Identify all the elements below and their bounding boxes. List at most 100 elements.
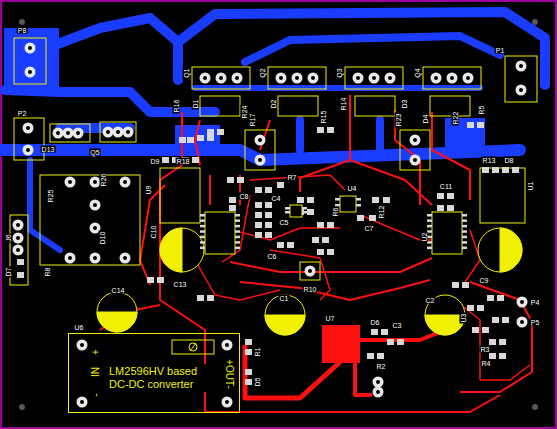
part-designator: D5 <box>254 377 261 388</box>
smd-pad <box>317 222 324 228</box>
part-designator: R3 <box>480 346 491 353</box>
through-hole-pad <box>123 127 134 138</box>
smd-pad <box>502 317 509 323</box>
smd-pad <box>17 272 24 278</box>
mounting-holes <box>19 19 538 410</box>
silkscreen <box>10 38 537 285</box>
part-designator: R7 <box>287 174 298 181</box>
smd-pad <box>327 222 334 228</box>
ic-footprint <box>285 205 307 217</box>
part-designator: R4 <box>481 360 492 367</box>
part-designator: U2 <box>421 232 428 243</box>
part-designator: D8 <box>504 157 515 164</box>
through-hole-pad <box>120 177 131 188</box>
part-designator: R22 <box>452 111 459 126</box>
smd-pad <box>162 157 169 163</box>
through-hole-pad <box>232 73 243 84</box>
part-designator: R15 <box>320 110 327 125</box>
smd-pad <box>307 209 314 215</box>
smd-pad <box>452 282 459 288</box>
smd-pad <box>372 197 379 203</box>
part-designator: R18 <box>176 158 191 165</box>
smd-pad <box>265 232 272 238</box>
through-hole-pad <box>463 73 474 84</box>
smd-pad <box>499 353 506 359</box>
smd-pad <box>265 187 272 193</box>
part-designator: R2 <box>376 363 387 370</box>
part-designator: R23 <box>395 113 402 128</box>
smd-pad <box>287 242 294 248</box>
part-designator: R14 <box>340 97 347 112</box>
part-designator: C4 <box>271 195 282 202</box>
through-hole-pad <box>369 73 380 84</box>
through-hole-pad <box>77 340 88 351</box>
part-designator: R1 <box>254 347 261 358</box>
part-designator: D7 <box>5 267 12 278</box>
smd-pad <box>207 135 214 141</box>
through-hole-pad <box>13 245 24 256</box>
through-hole-pad <box>90 200 101 211</box>
part-designator: Q1 <box>183 67 190 78</box>
ic-footprint <box>427 212 467 254</box>
smd-pad <box>462 282 469 288</box>
part-designator: D3 <box>401 99 408 110</box>
smd-pad <box>192 157 199 163</box>
part-designator: U3 <box>460 313 467 324</box>
smd-pad <box>197 295 204 301</box>
smd-pad <box>197 135 204 141</box>
part-designator: R16 <box>173 99 180 114</box>
part-designator: D2 <box>270 99 277 110</box>
through-hole-pad <box>113 127 124 138</box>
pads <box>13 43 528 408</box>
smd-pad <box>255 187 262 193</box>
part-designator: C1 <box>279 295 290 302</box>
part-designator: R24 <box>241 105 248 120</box>
part-designator: C3 <box>392 322 403 329</box>
through-hole-pad <box>385 73 396 84</box>
part-designator: C6 <box>267 253 278 260</box>
part-designator: D6 <box>370 319 381 326</box>
smd-pad <box>179 137 186 143</box>
smd-pad <box>277 182 284 188</box>
smd-pad <box>437 193 444 199</box>
smd-pad <box>245 349 252 355</box>
smd-pad <box>277 242 284 248</box>
terminal-label: - <box>91 392 101 397</box>
smd-pad <box>492 317 499 323</box>
part-designator: R25 <box>47 189 54 204</box>
top-copper <box>100 95 532 412</box>
smd-pad <box>472 327 479 333</box>
through-hole-pad <box>222 397 233 408</box>
smd-pad <box>255 222 262 228</box>
part-designator: D4 <box>422 114 429 125</box>
part-designator: P1 <box>495 47 506 54</box>
smd-pad <box>245 339 252 345</box>
through-hole-pad <box>276 73 287 84</box>
smd-pad <box>245 379 252 385</box>
part-designator: D13 <box>41 146 56 153</box>
through-hole-pad <box>516 85 527 96</box>
part-designator: R5 <box>478 105 485 116</box>
smd-pad <box>147 277 154 283</box>
smd-pad <box>367 353 374 359</box>
part-designator: C8 <box>239 193 250 200</box>
smd-pad <box>187 137 194 143</box>
through-hole-pad <box>23 123 34 134</box>
through-hole-pad <box>305 266 316 277</box>
part-designator: U7 <box>325 315 336 322</box>
smd-pad <box>467 122 474 128</box>
through-hole-pad <box>517 317 528 328</box>
smd-pad <box>227 177 234 183</box>
through-hole-pad <box>90 253 101 264</box>
through-hole-pad <box>103 127 114 138</box>
terminal-label: + <box>91 348 101 356</box>
part-designator: P4 <box>530 299 541 306</box>
part-designator: U9 <box>145 185 152 196</box>
smd-pad <box>207 129 214 135</box>
smd-pad <box>447 205 454 211</box>
through-hole-pad <box>63 128 74 139</box>
smd-pad <box>322 237 329 243</box>
smd-pad <box>297 197 304 203</box>
